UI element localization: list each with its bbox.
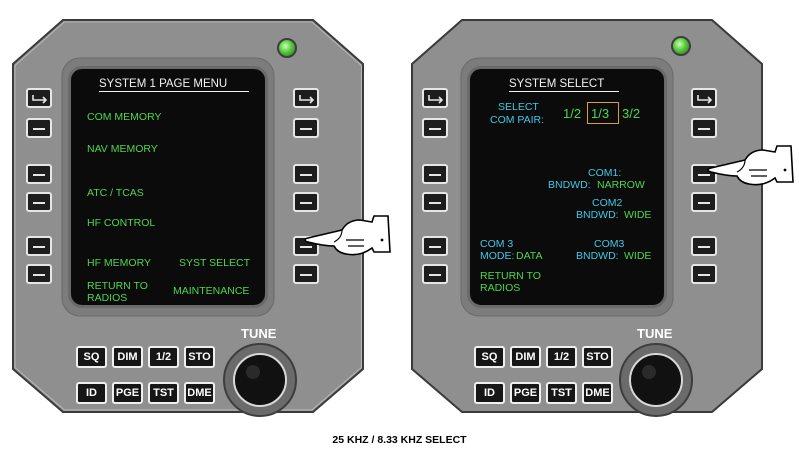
menu-atc-tcas[interactable]: ATC / TCAS	[87, 187, 144, 199]
com3-left-label: COM 3	[480, 238, 514, 250]
key-pge[interactable]: PGE	[112, 382, 143, 404]
pointing-hand-icon	[707, 145, 794, 186]
select-label: SELECT	[498, 101, 539, 113]
tune-knob-icon[interactable]	[222, 342, 298, 418]
lsk-left-5[interactable]	[422, 236, 448, 256]
menu-hf-control[interactable]: HF CONTROL	[87, 217, 156, 229]
title-underline	[509, 91, 619, 92]
menu-hf-memory[interactable]: HF MEMORY	[87, 257, 151, 269]
lsk-left-2[interactable]	[422, 118, 448, 138]
com3-label: COM3	[594, 238, 625, 250]
selected-pair-box	[587, 102, 619, 124]
lsk-right-1[interactable]	[691, 88, 717, 108]
key-dme[interactable]: DME	[184, 382, 215, 404]
com3-mode-value[interactable]: DATA	[516, 250, 543, 262]
title-underline	[99, 91, 249, 92]
pair-option-1-2[interactable]: 1/2	[563, 106, 582, 121]
lsk-left-6[interactable]	[26, 264, 52, 284]
com2-bndwd-label: BNDWD:	[576, 209, 619, 221]
key-half[interactable]: 1/2	[546, 346, 577, 368]
key-tst[interactable]: TST	[148, 382, 179, 404]
right-display-screen: SYSTEM SELECT SELECT COM PAIR: 1/2 1/3 3…	[467, 66, 667, 308]
lsk-left-2[interactable]	[26, 118, 52, 138]
line-select-arrow-icon	[428, 95, 444, 104]
menu-radios[interactable]: RADIOS	[87, 292, 128, 304]
status-led-icon	[671, 36, 691, 56]
lsk-left-3[interactable]	[26, 164, 52, 184]
com3-bndwd-label: BNDWD:	[576, 250, 619, 262]
key-id[interactable]: ID	[76, 382, 107, 404]
key-id[interactable]: ID	[474, 382, 505, 404]
menu-return-to[interactable]: RETURN TO	[87, 280, 148, 292]
page-title: SYSTEM SELECT	[509, 78, 605, 90]
key-half[interactable]: 1/2	[148, 346, 179, 368]
com1-bndwd-value[interactable]: NARROW	[597, 179, 645, 191]
lsk-right-5[interactable]	[691, 236, 717, 256]
key-sto[interactable]: STO	[582, 346, 613, 368]
lsk-left-1[interactable]	[26, 88, 52, 108]
line-select-arrow-icon	[299, 95, 315, 104]
key-sto[interactable]: STO	[184, 346, 215, 368]
lsk-right-6[interactable]	[691, 264, 717, 284]
com1-label: COM1:	[588, 167, 622, 179]
key-pge[interactable]: PGE	[510, 382, 541, 404]
tune-knob-icon[interactable]	[618, 342, 694, 418]
key-sq[interactable]: SQ	[474, 346, 505, 368]
pair-option-1-3[interactable]: 1/3	[591, 106, 610, 121]
key-dim[interactable]: DIM	[112, 346, 143, 368]
right-control-panel: SYSTEM SELECT SELECT COM PAIR: 1/2 1/3 3…	[407, 14, 767, 418]
key-dim[interactable]: DIM	[510, 346, 541, 368]
menu-com-memory[interactable]: COM MEMORY	[87, 111, 162, 123]
left-display-screen: SYSTEM 1 PAGE MENU COM MEMORY NAV MEMORY…	[68, 66, 268, 308]
lsk-left-1[interactable]	[422, 88, 448, 108]
line-select-arrow-icon	[697, 95, 713, 104]
lsk-right-6[interactable]	[293, 264, 319, 284]
pair-option-3-2[interactable]: 3/2	[622, 106, 641, 121]
com2-bndwd-value[interactable]: WIDE	[624, 209, 652, 221]
figure-caption: 25 KHZ / 8.33 KHZ SELECT	[332, 434, 467, 446]
key-dme[interactable]: DME	[582, 382, 613, 404]
key-sq[interactable]: SQ	[76, 346, 107, 368]
menu-maintenance[interactable]: MAINTENANCE	[173, 285, 250, 297]
com3-mode-label: MODE:	[480, 250, 515, 262]
lsk-left-4[interactable]	[422, 192, 448, 212]
lsk-left-4[interactable]	[26, 192, 52, 212]
com2-label: COM2	[592, 197, 623, 209]
com1-bndwd-label: BNDWD:	[548, 179, 591, 191]
pointing-hand-icon	[304, 215, 391, 256]
lsk-left-5[interactable]	[26, 236, 52, 256]
lsk-right-4[interactable]	[293, 192, 319, 212]
lsk-right-2[interactable]	[691, 118, 717, 138]
tune-label: TUNE	[637, 326, 673, 341]
menu-nav-memory[interactable]: NAV MEMORY	[87, 143, 158, 155]
com3-bndwd-value[interactable]: WIDE	[624, 250, 652, 262]
com-pair-label: COM PAIR:	[490, 114, 545, 126]
left-control-panel: SYSTEM 1 PAGE MENU COM MEMORY NAV MEMORY…	[8, 14, 368, 418]
lsk-right-2[interactable]	[293, 118, 319, 138]
line-select-arrow-icon	[32, 95, 48, 104]
key-tst[interactable]: TST	[546, 382, 577, 404]
lsk-left-6[interactable]	[422, 264, 448, 284]
lsk-right-3[interactable]	[293, 164, 319, 184]
menu-return-to[interactable]: RETURN TO	[480, 270, 541, 282]
lsk-right-1[interactable]	[293, 88, 319, 108]
status-led-icon	[277, 38, 297, 58]
menu-syst-select[interactable]: SYST SELECT	[179, 257, 250, 269]
lsk-right-4[interactable]	[691, 192, 717, 212]
lsk-left-3[interactable]	[422, 164, 448, 184]
menu-radios[interactable]: RADIOS	[480, 282, 521, 294]
page-title: SYSTEM 1 PAGE MENU	[99, 78, 228, 90]
tune-label: TUNE	[241, 326, 277, 341]
